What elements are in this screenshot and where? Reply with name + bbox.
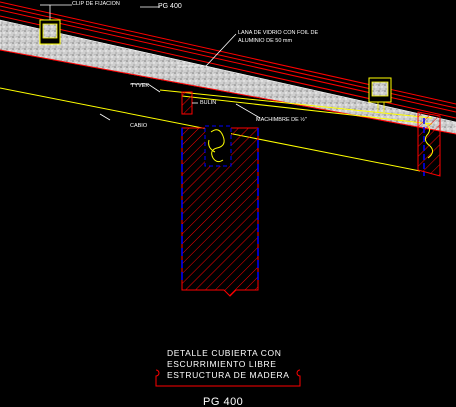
- bulin-label: BULIN: [200, 100, 216, 106]
- fixing-clip-right: [368, 77, 392, 112]
- clip-label: CLIP DE FIJACION: [72, 1, 120, 7]
- timber-post: [181, 125, 259, 297]
- title-line-3: ESTRUCTURA DE MADERA: [167, 370, 290, 380]
- rafter-end-detail: [417, 111, 441, 177]
- lana-label-line1: LANA DE VIDRIO CON FOIL DE: [238, 30, 319, 36]
- machimbre-label: MACHIMBRE DE ½": [256, 116, 307, 123]
- tyvek-label: TYVEK: [131, 83, 149, 89]
- lana-label-line2: ALUMINIO DE 50 mm: [238, 38, 293, 44]
- footer-pg400: PG 400: [203, 396, 243, 407]
- cabio-label: CABIO: [130, 123, 148, 129]
- title-line-1: DETALLE CUBIERTA CON: [167, 348, 282, 358]
- title-bracket: [155, 369, 301, 387]
- glass-wool-insulation: [0, 19, 456, 135]
- fixing-clip-left: [39, 5, 61, 45]
- title-line-2: ESCURRIMIENTO LIBRE: [167, 359, 276, 369]
- leader-lines: [50, 4, 261, 121]
- bulin-batten: [181, 91, 193, 115]
- title-block: DETALLE CUBIERTA CON ESCURRIMIENTO LIBRE…: [155, 348, 301, 407]
- pg400-top-label: PG 400: [158, 3, 182, 10]
- tyvek-membrane: [0, 49, 456, 135]
